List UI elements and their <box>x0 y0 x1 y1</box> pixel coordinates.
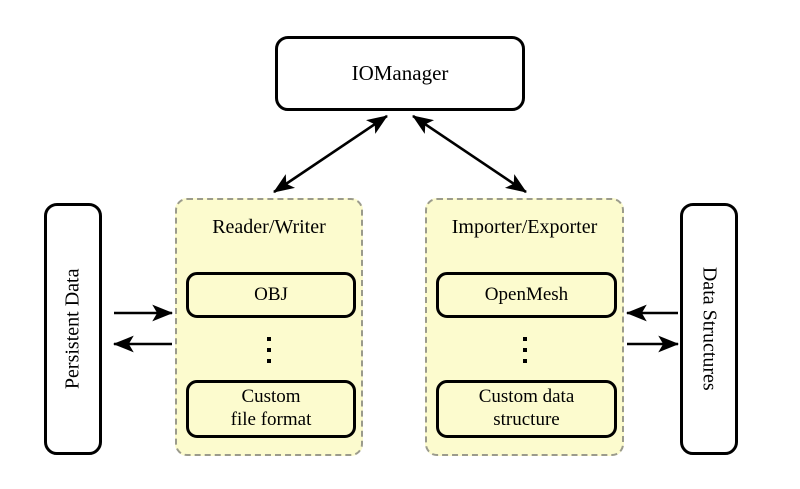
box-custom-file-format-label-line1: Custom <box>241 386 301 408</box>
group-importer-exporter-title: Importer/Exporter <box>451 216 598 238</box>
arrow-iomanager-readerwriter <box>273 114 388 194</box>
node-data-structures-label: Data Structures <box>698 267 721 391</box>
group-reader-writer-title: Reader/Writer <box>212 216 326 238</box>
box-custom-file-format-label-line2: file format <box>230 409 312 430</box>
box-openmesh-label: OpenMesh <box>484 283 569 305</box>
node-persistent-data-label: Persistent Data <box>61 268 84 390</box>
node-persistent-data[interactable]: Persistent Data <box>44 203 102 455</box>
box-custom-file-format[interactable]: Custom file format <box>186 380 356 438</box>
box-obj-label: OBJ <box>254 283 288 305</box>
arrow-iomanager-importerexporter <box>412 114 527 194</box>
ellipsis-dot <box>522 359 527 363</box>
ellipsis-reader-writer <box>177 330 361 370</box>
node-iomanager[interactable]: IOManager <box>275 36 525 111</box>
group-importer-exporter[interactable]: Importer/Exporter OpenMesh Custom data s… <box>425 198 624 456</box>
ellipsis-dot <box>267 337 271 341</box>
node-data-structures[interactable]: Data Structures <box>680 203 738 455</box>
ellipsis-importer-exporter <box>427 330 622 370</box>
ellipsis-dot <box>267 348 271 352</box>
ellipsis-dot <box>522 337 527 341</box>
box-custom-data-structure[interactable]: Custom data structure <box>436 380 617 438</box>
node-iomanager-label: IOManager <box>351 61 449 86</box>
box-obj[interactable]: OBJ <box>186 272 356 318</box>
box-custom-data-structure-label-line2: structure <box>493 409 560 430</box>
ellipsis-dot <box>267 359 271 363</box>
box-openmesh[interactable]: OpenMesh <box>436 272 617 318</box>
box-custom-data-structure-label-line1: Custom data <box>478 386 575 408</box>
group-reader-writer[interactable]: Reader/Writer OBJ Custom file format <box>175 198 363 456</box>
ellipsis-dot <box>522 348 527 352</box>
